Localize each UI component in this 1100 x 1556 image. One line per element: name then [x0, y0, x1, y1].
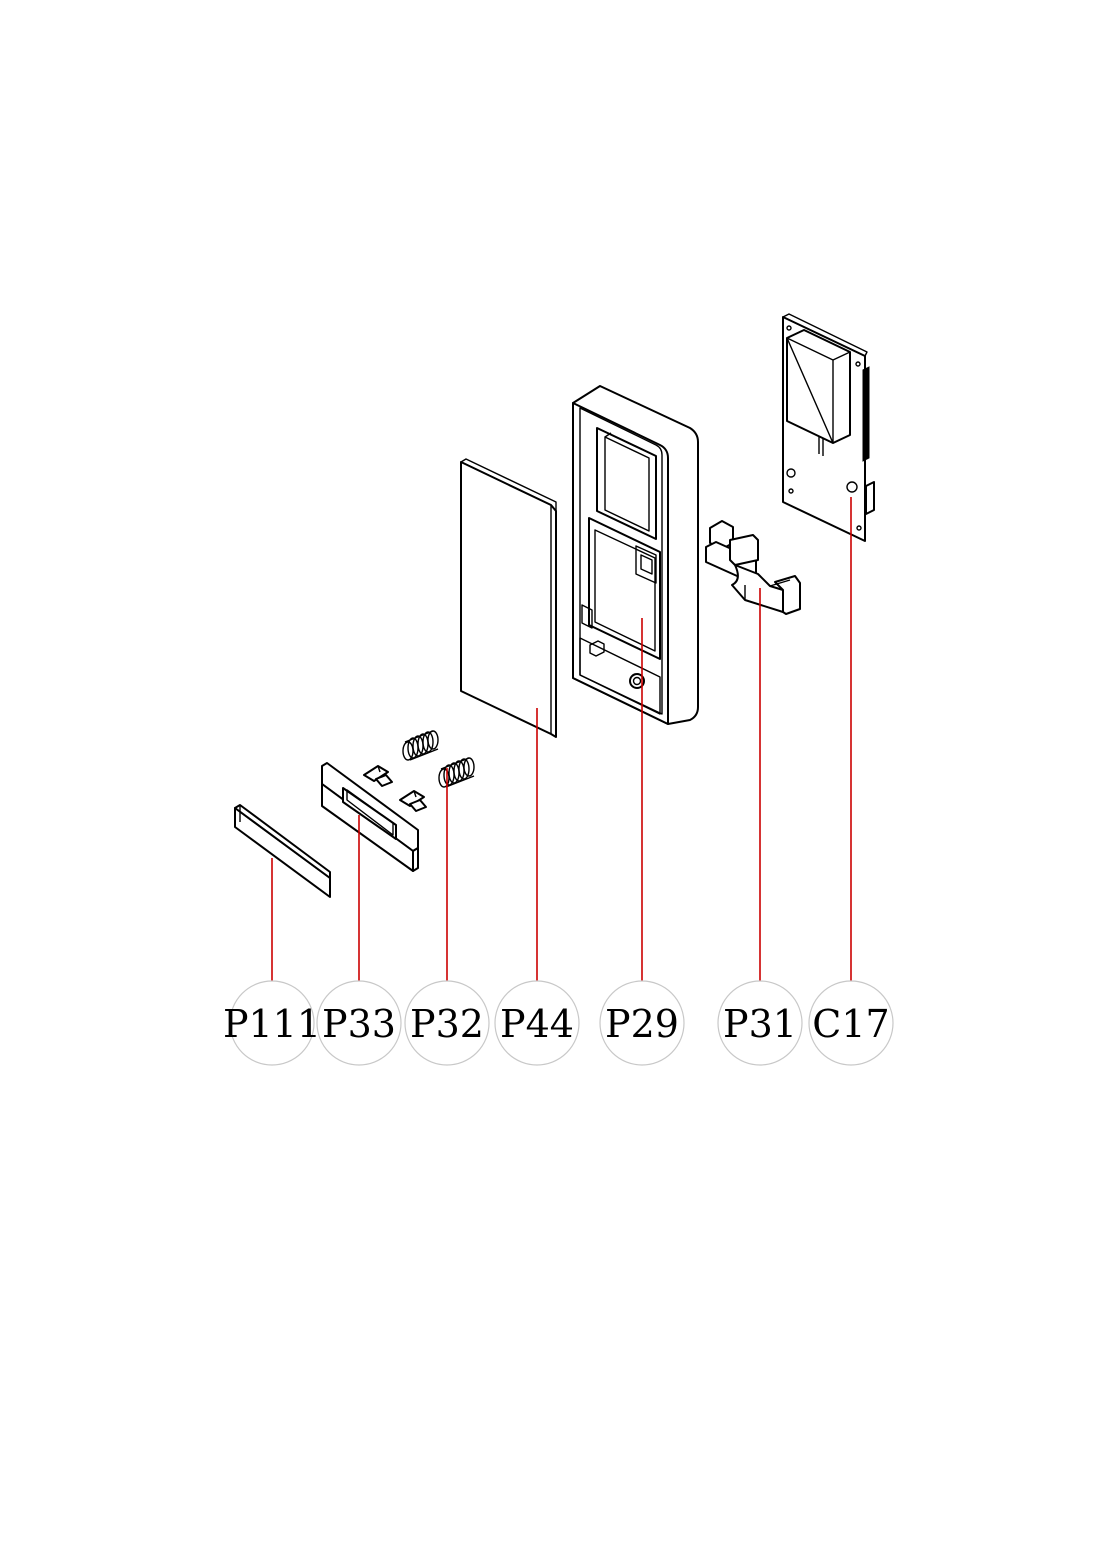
callout-label: P44 [500, 1002, 574, 1046]
callout-p32: P32 [404, 980, 490, 1066]
spring-upper [402, 730, 439, 761]
part-label-plate [234, 804, 331, 898]
callout-p44: P44 [494, 980, 580, 1066]
callout-p31: P31 [717, 980, 803, 1066]
callout-p33: P33 [316, 980, 402, 1066]
part-bracket [705, 520, 801, 615]
part-springs [402, 730, 475, 788]
callout-label: P33 [322, 1002, 396, 1046]
callout-c17: C17 [808, 980, 894, 1066]
leader-lines [271, 497, 852, 985]
callout-p29: P29 [599, 980, 685, 1066]
part-button-frame [321, 762, 427, 872]
callout-label: C17 [812, 1002, 889, 1046]
part-housing [572, 385, 699, 725]
callout-label: P32 [410, 1002, 484, 1046]
callout-label: P31 [723, 1002, 797, 1046]
part-front-panel [460, 458, 557, 738]
callout-label: P29 [605, 1002, 679, 1046]
callout-label: P111 [223, 1002, 321, 1046]
spring-lower [438, 757, 475, 788]
part-circuit-board [782, 313, 875, 542]
callout-p111: P111 [223, 980, 321, 1066]
